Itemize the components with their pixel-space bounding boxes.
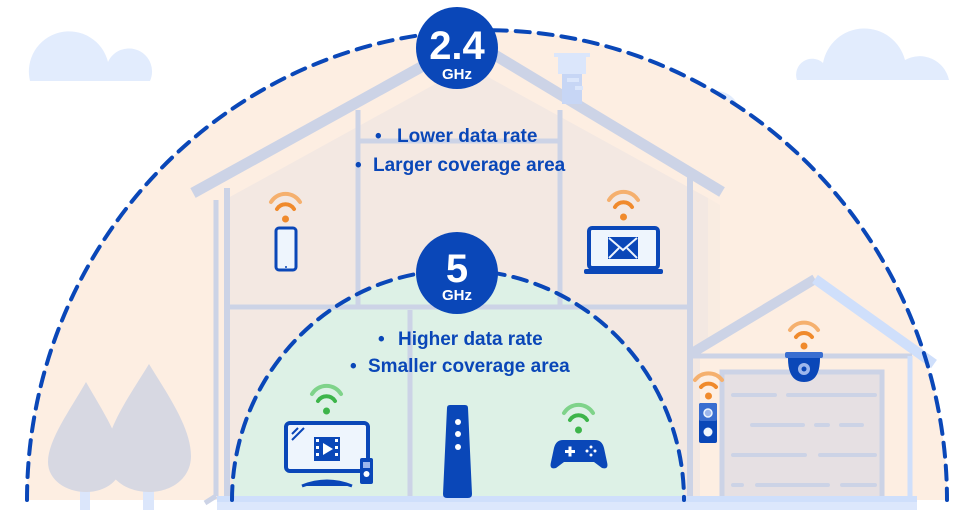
band-unit: GHz xyxy=(442,287,472,304)
ground xyxy=(217,496,917,506)
wifi-signal-icon xyxy=(607,189,640,221)
band-badge-2-4ghz: 2.4 GHz xyxy=(416,7,498,89)
band-unit: GHz xyxy=(442,66,472,83)
feature-coverage: Larger coverage area xyxy=(373,155,566,176)
bullet-glyph: • xyxy=(350,356,357,377)
game-controller-icon xyxy=(550,440,608,469)
chimney xyxy=(554,53,590,104)
cloud-left-icon xyxy=(28,31,153,81)
garage-door xyxy=(719,369,885,503)
bullet-glyph: • xyxy=(355,155,362,176)
garage-door-panels xyxy=(731,393,877,487)
wifi-signal-icon xyxy=(693,371,724,400)
band-2-4ghz-features: • Lower data rate • Larger coverage area xyxy=(355,126,566,176)
security-camera-icon xyxy=(785,352,823,382)
coverage-boundary-2-4ghz xyxy=(25,28,949,502)
video-doorbell-icon xyxy=(699,403,717,443)
band-5ghz-features: • Higher data rate • Smaller coverage ar… xyxy=(350,329,570,377)
feature-data-rate: Higher data rate xyxy=(398,329,543,350)
band-badge-5ghz: 5 GHz xyxy=(416,232,498,314)
feature-coverage: Smaller coverage area xyxy=(368,356,570,377)
bullet-glyph: • xyxy=(375,126,382,147)
tree-icon xyxy=(48,382,122,510)
smartphone-icon xyxy=(274,226,298,272)
remote-control-icon xyxy=(360,458,373,484)
router-icon xyxy=(443,405,472,498)
tree-icon xyxy=(106,364,191,510)
wifi-signal-icon xyxy=(310,383,343,415)
band-value: 5 xyxy=(446,247,468,291)
wifi-signal-icon xyxy=(269,191,302,223)
wifi-signal-icon xyxy=(788,320,820,350)
cloud-right-icon xyxy=(796,28,949,80)
wifi-signal-icon xyxy=(562,402,595,434)
smart-tv-icon xyxy=(284,421,370,488)
band-value: 2.4 xyxy=(429,24,485,68)
bullet-glyph: • xyxy=(378,329,385,350)
laptop-email-icon xyxy=(584,226,663,274)
feature-data-rate: Lower data rate xyxy=(397,126,537,147)
